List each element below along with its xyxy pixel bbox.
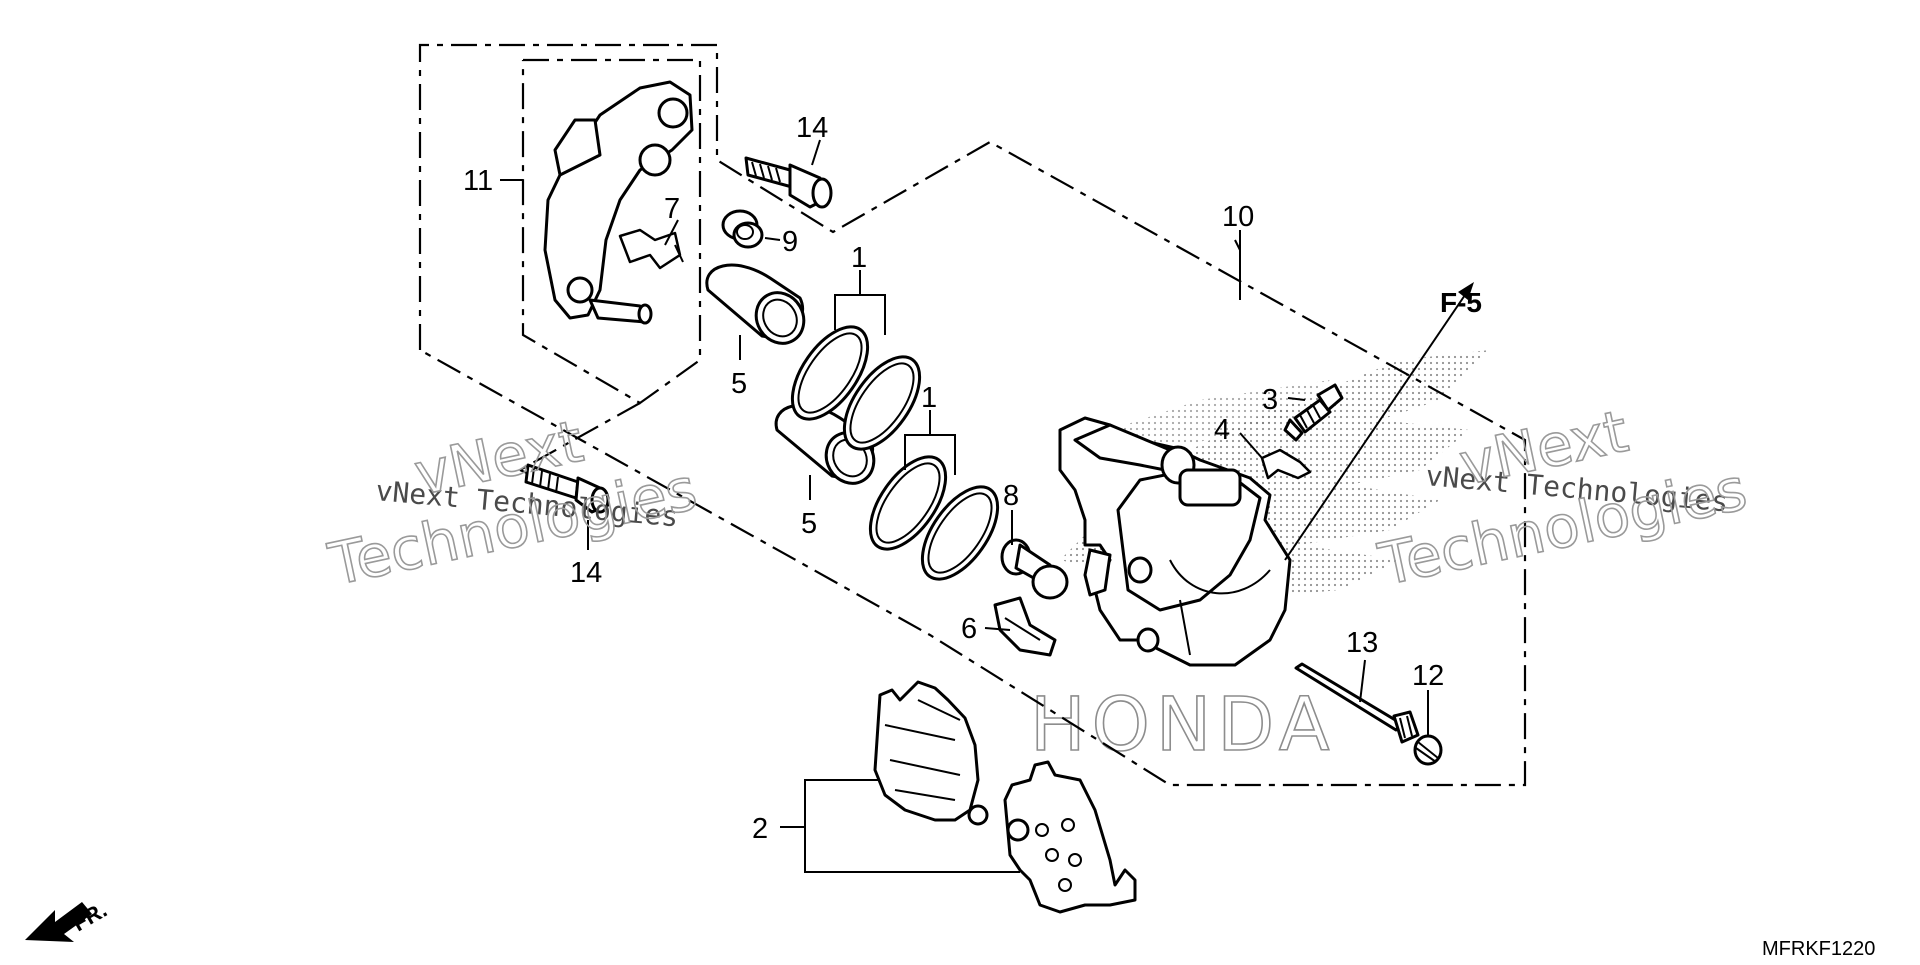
callout-13: 13	[1346, 627, 1378, 659]
caliper-body-part	[1058, 416, 1292, 667]
callout-3: 3	[1262, 384, 1278, 416]
callout-2: 2	[752, 813, 768, 845]
callout-4: 4	[1214, 414, 1230, 446]
caliper-pin-bolt-part	[1000, 538, 1069, 600]
bracket-leader-dash	[519, 402, 641, 471]
callout-5-upper: 5	[731, 368, 747, 400]
diagram-code: MFRKF1220	[1762, 938, 1875, 960]
pad-spring-clip-part	[618, 228, 684, 270]
pad-pin-plug-part	[1413, 734, 1443, 766]
callout-1-upper: 1	[851, 242, 867, 274]
callout-12: 12	[1412, 660, 1444, 692]
reference-label: F-5	[1440, 287, 1482, 318]
callout-10: 10	[1222, 201, 1254, 233]
callout-9: 9	[782, 226, 798, 258]
callout-14-lower: 14	[570, 557, 602, 589]
callout-1-lower: 1	[921, 382, 937, 414]
caliper-bracket-part	[543, 80, 694, 325]
caliper-assembly-outline	[418, 43, 1527, 787]
bleeder-valve-part	[1283, 383, 1344, 442]
piston-seal-lower-part	[868, 455, 1000, 581]
callout-5-lower: 5	[801, 508, 817, 540]
brake-pad-inner-part	[1003, 760, 1137, 914]
front-label: FR.	[68, 897, 111, 936]
front-direction-arrow-icon	[25, 902, 92, 942]
callout-6: 6	[961, 613, 977, 645]
bleeder-cap-part	[721, 209, 764, 249]
reference-arrow	[1284, 282, 1474, 561]
piston-seal-upper-part	[790, 325, 922, 451]
bracket-assembly-outline	[521, 58, 702, 405]
callout-7: 7	[664, 193, 680, 225]
retainer-clip-part	[1260, 448, 1312, 480]
brake-pad-outer-part	[873, 680, 989, 826]
honda-text-watermark: HONDA	[1030, 682, 1336, 768]
pad-pin-part	[1294, 662, 1420, 744]
pad-spring-part	[993, 596, 1057, 657]
callout-8: 8	[1003, 480, 1019, 512]
leader-lines	[500, 139, 1429, 873]
bracket-bolt-upper-part	[744, 156, 833, 209]
callout-14-upper: 14	[796, 112, 828, 144]
bracket-bolt-lower-part	[524, 463, 610, 514]
callout-11: 11	[463, 165, 493, 197]
caliper-piston-upper-part	[705, 263, 806, 345]
